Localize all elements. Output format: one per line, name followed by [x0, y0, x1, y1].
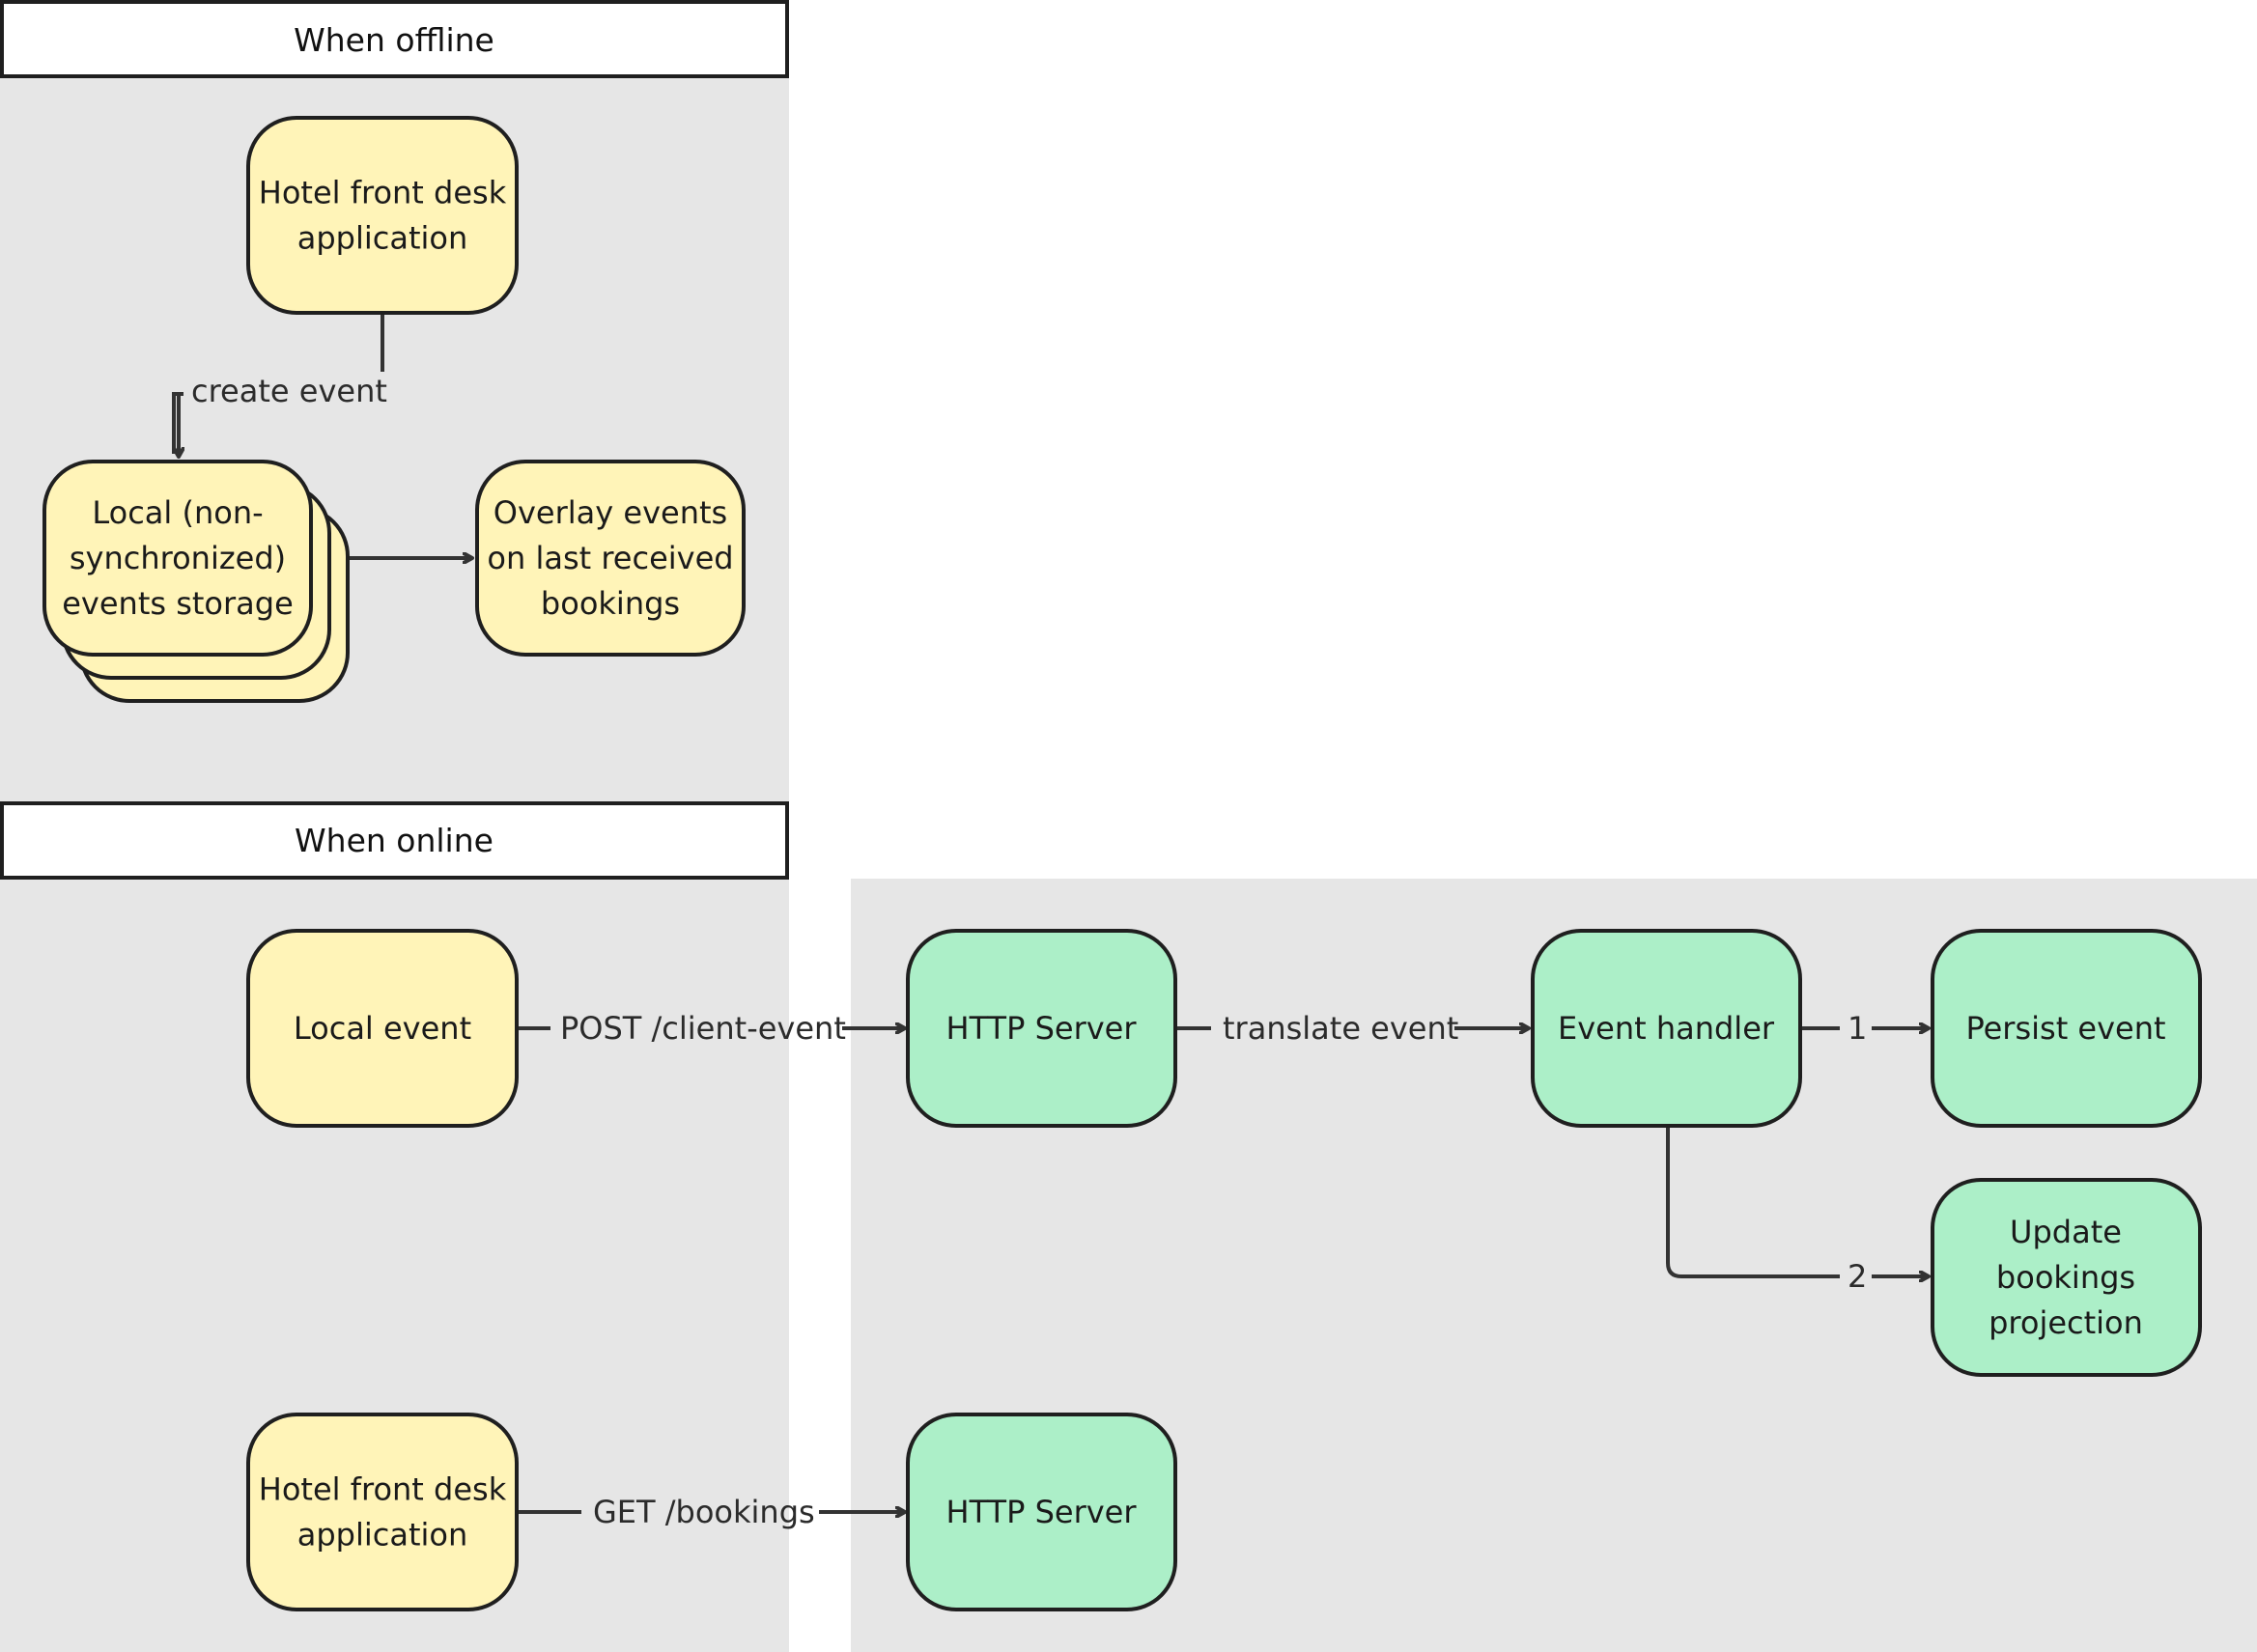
online-header: When online — [0, 801, 789, 880]
node-local-storage-label: Local (non-synchronized) events storage — [62, 494, 294, 622]
edge-label-create-event: create event — [191, 373, 387, 409]
offline-header-label: When offline — [294, 21, 494, 59]
edge-label-post-client-event: POST /client-event — [560, 1010, 846, 1047]
edge-label-translate-event: translate event — [1223, 1010, 1458, 1047]
node-http-server-2-label: HTTP Server — [946, 1494, 1138, 1530]
node-event-handler: Event handler — [1531, 929, 1802, 1128]
node-persist-event: Persist event — [1931, 929, 2202, 1128]
edge-label-step-1: 1 — [1848, 1010, 1867, 1047]
node-label-line: Overlay events — [494, 494, 727, 531]
node-overlay-events-label: Overlay events on last received bookings — [487, 494, 733, 622]
node-label-line: events storage — [62, 585, 294, 622]
node-event-handler-label: Event handler — [1558, 1010, 1775, 1047]
node-label-line: Persist event — [1965, 1010, 2165, 1047]
node-label-line: application — [297, 1517, 468, 1554]
node-http-server-1: HTTP Server — [906, 929, 1177, 1128]
node-offline-app-label: Hotel front desk application — [259, 175, 507, 257]
node-label-line: Hotel front desk — [259, 175, 507, 211]
node-http-server-1-label: HTTP Server — [946, 1010, 1138, 1047]
node-label-line: on last received — [487, 540, 733, 576]
node-label-line: application — [297, 220, 468, 257]
node-update-projection-label: Update bookings projection — [1989, 1214, 2143, 1341]
node-label-line: projection — [1989, 1304, 2143, 1341]
node-label-line: synchronized) — [70, 540, 286, 576]
node-label-line: bookings — [541, 585, 680, 622]
node-http-server-2: HTTP Server — [906, 1413, 1177, 1611]
node-update-projection: Update bookings projection — [1931, 1178, 2202, 1377]
node-online-app: Hotel front desk application — [246, 1413, 519, 1611]
node-local-event: Local event — [246, 929, 519, 1128]
node-label-line: bookings — [1996, 1259, 2135, 1296]
node-label-line: Hotel front desk — [259, 1471, 507, 1508]
node-overlay-events: Overlay events on last received bookings — [475, 460, 746, 657]
node-persist-event-label: Persist event — [1965, 1010, 2165, 1047]
node-local-storage: Local (non-synchronized) events storage — [42, 460, 350, 703]
node-label-line: HTTP Server — [946, 1494, 1138, 1530]
online-header-label: When online — [295, 822, 494, 859]
node-online-app-label: Hotel front desk application — [259, 1471, 507, 1554]
node-label-line: Update — [2010, 1214, 2122, 1250]
node-label-line: Local event — [294, 1010, 471, 1047]
node-label-line: Event handler — [1558, 1010, 1775, 1047]
edge-label-step-2: 2 — [1848, 1258, 1867, 1295]
edge-label-get-bookings: GET /bookings — [593, 1494, 815, 1530]
node-label-line: Local (non- — [92, 494, 263, 531]
node-local-event-label: Local event — [294, 1010, 471, 1047]
node-label-line: HTTP Server — [946, 1010, 1138, 1047]
offline-header: When offline — [0, 0, 789, 78]
node-offline-app: Hotel front desk application — [246, 116, 519, 315]
